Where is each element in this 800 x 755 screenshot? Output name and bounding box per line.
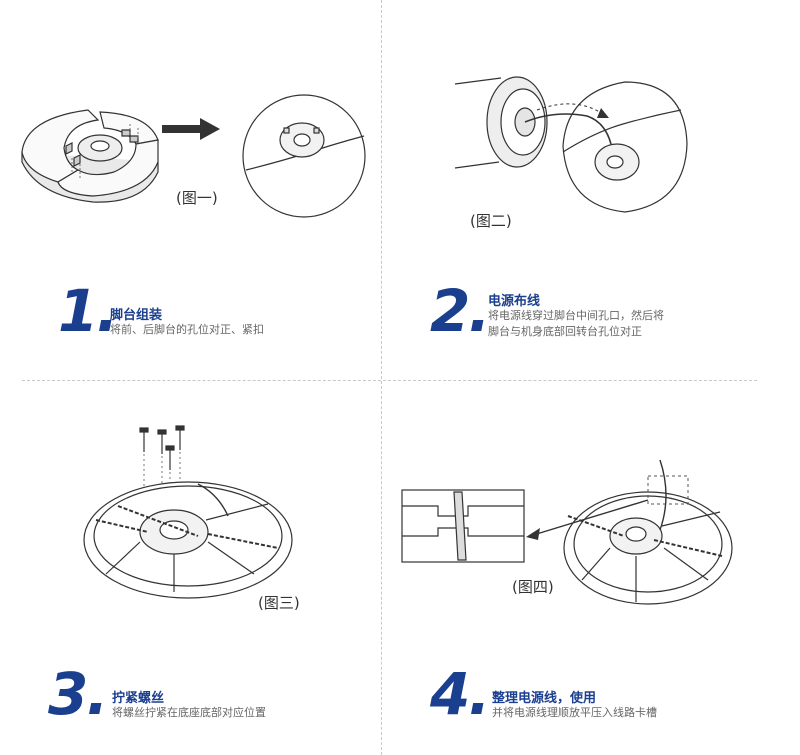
figure-caption-2: (图二): [470, 212, 512, 230]
illustration-3-screws: [83, 425, 293, 599]
step-description: 将电源线穿过脚台中间孔口，然后将: [488, 309, 664, 322]
figure-caption-4: (图四): [512, 578, 554, 596]
step-number: 3.: [48, 660, 108, 728]
illustration-1-assembled-base: [242, 94, 366, 218]
figure-caption-1: (图一): [176, 189, 218, 207]
step-title: 拧紧螺丝: [112, 691, 165, 706]
horizontal-divider: [22, 380, 757, 381]
step-title: 电源布线: [488, 294, 541, 309]
step-number: 2.: [430, 277, 490, 345]
step-description: 将前、后脚台的孔位对正、紧扣: [110, 323, 264, 336]
step-description: 脚台与机身底部回转台孔位对正: [488, 325, 642, 338]
step-number: 4.: [430, 660, 490, 728]
arrow-right-icon: [162, 118, 220, 140]
illustration-4-cable-clip: [401, 459, 733, 605]
step-number: 1.: [58, 277, 118, 345]
step-title: 整理电源线，使用: [492, 691, 597, 706]
step-title: 脚台组装: [110, 308, 163, 323]
step-description: 并将电源线理顺放平压入线路卡槽: [492, 706, 657, 719]
figure-caption-3: (图三): [258, 594, 300, 612]
step-description: 将螺丝拧紧在底座底部对应位置: [112, 706, 266, 719]
vertical-divider: [381, 0, 382, 755]
illustration-1-split-base: [21, 109, 159, 203]
illustration-2-power-cable: [454, 76, 688, 213]
